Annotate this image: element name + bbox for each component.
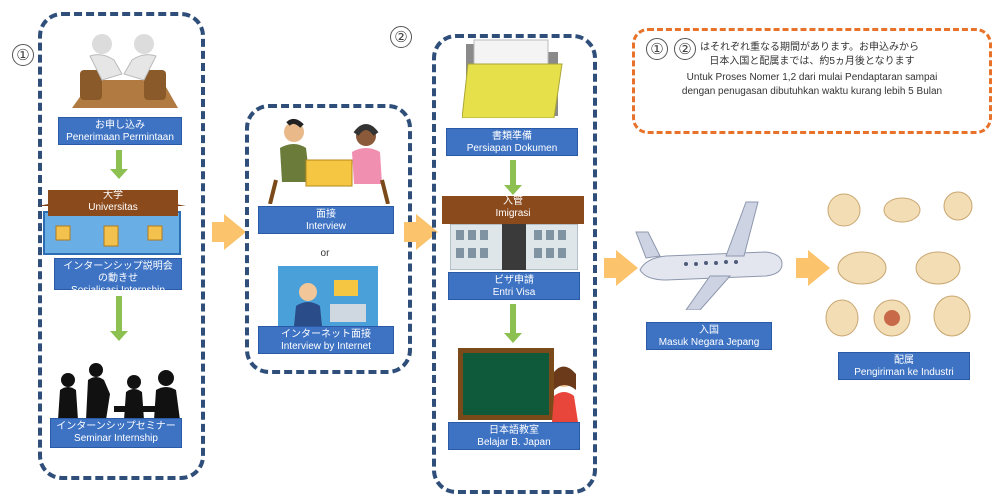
- note-jp-line-2: 日本入国と配属までは、約5ヵ月後となります: [709, 56, 915, 67]
- arrow-down-2: [110, 296, 128, 341]
- arrow-right-3-body: [604, 258, 616, 278]
- or-text: or: [320, 248, 330, 259]
- note-step-2: ②: [674, 38, 696, 60]
- step-number-2: ②: [390, 26, 412, 48]
- arrow-right-1: [224, 214, 246, 250]
- arrow-right-4-body: [796, 258, 808, 278]
- arrow-right-4: [808, 250, 830, 286]
- note-id-line-1: Untuk Proses Nomer 1,2 dari mulai Pendap…: [686, 72, 938, 83]
- arrow-down-1: [110, 150, 128, 179]
- stage-2-box: [432, 34, 597, 494]
- internet-interview-illustration: [278, 266, 378, 326]
- airplane-illustration: [626, 196, 786, 311]
- arrow-right-1-body: [212, 222, 224, 242]
- note-id-line-2: dengan penugasan dibutuhkan waktu kurang…: [681, 86, 943, 97]
- arrow-down-4: [504, 304, 522, 343]
- folder-illustration: [461, 36, 566, 119]
- arrow-down-3: [504, 160, 522, 195]
- classroom-illustration: [458, 348, 582, 422]
- seminar-silhouettes: [54, 360, 186, 420]
- handshake-illustration: [62, 30, 184, 116]
- immigration-building: [449, 223, 579, 271]
- timeline-note-box: [632, 28, 992, 134]
- interview-illustration: [262, 118, 396, 205]
- scallop-products-illustration: [822, 186, 982, 342]
- note-step-1: ①: [646, 38, 668, 60]
- note-jp-line-1: はそれぞれ重なる期間があります。お申込みから: [700, 42, 919, 53]
- stage-1-box: [38, 12, 205, 480]
- arrow-right-3: [616, 250, 638, 286]
- arrow-right-2-body: [404, 222, 416, 242]
- step-number-1: ①: [12, 44, 34, 66]
